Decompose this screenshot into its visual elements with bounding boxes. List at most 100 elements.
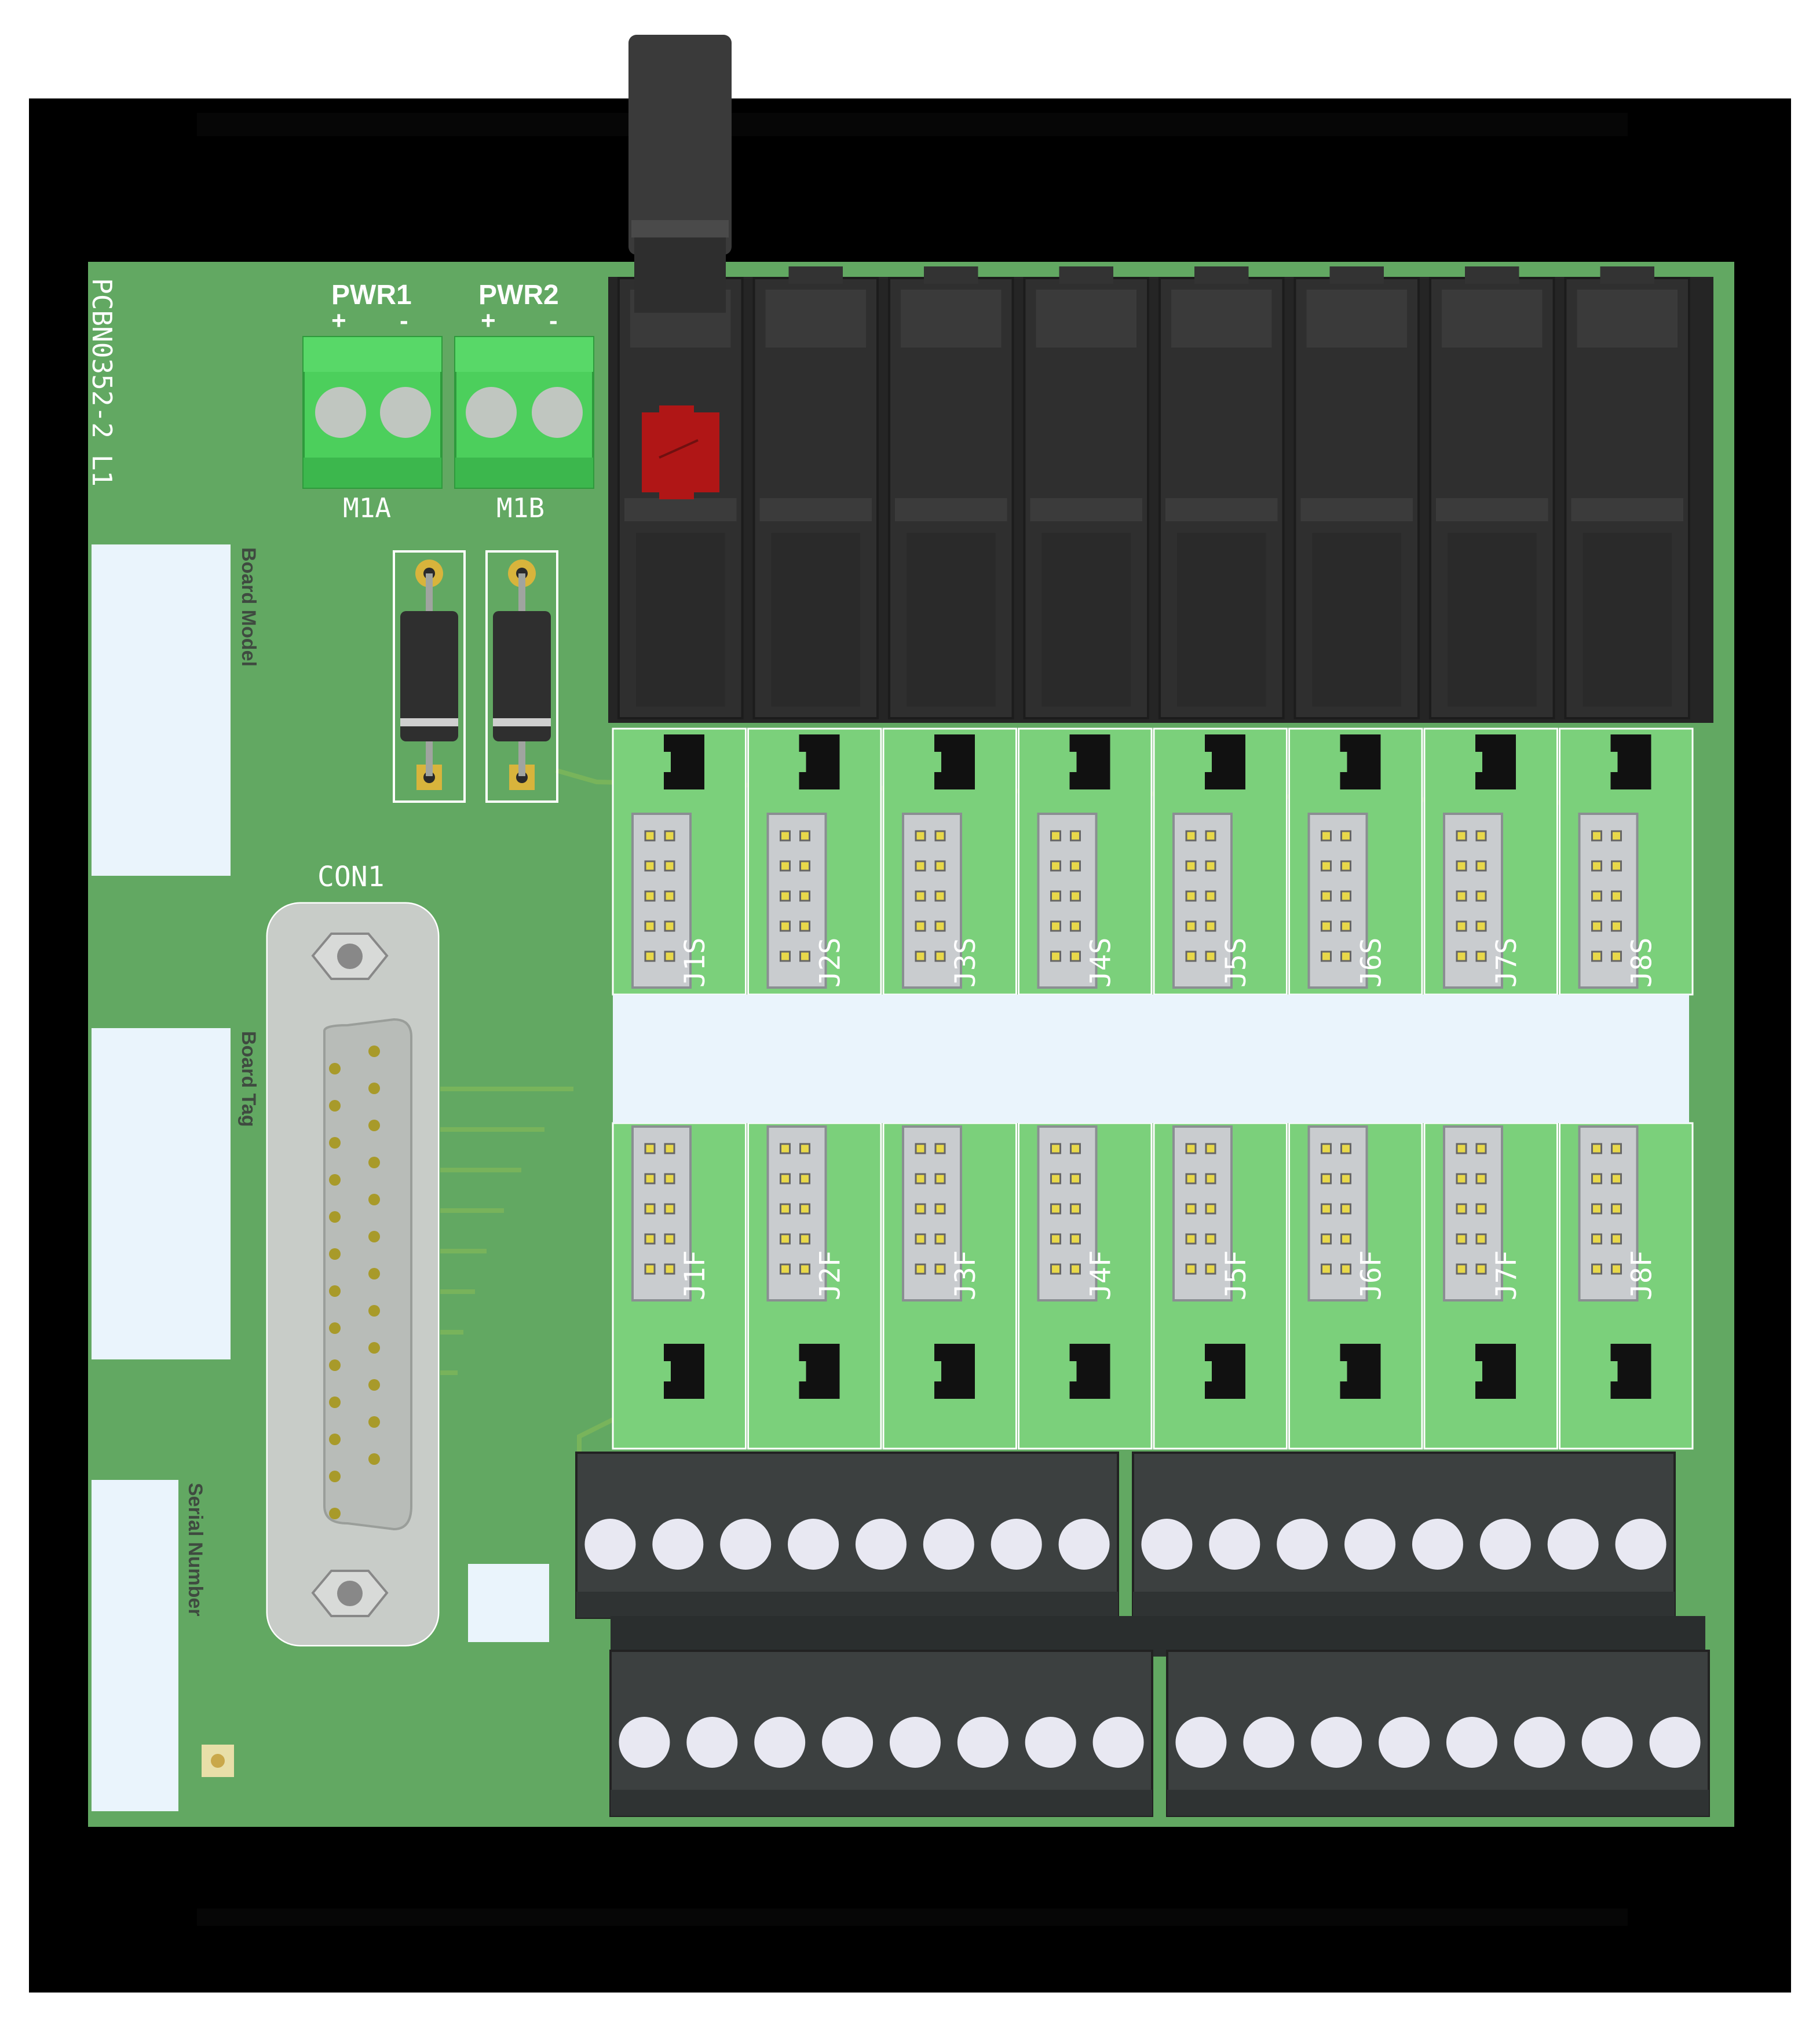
terminal-screw: [1446, 1717, 1497, 1768]
header-top-label: J7S: [1490, 937, 1523, 988]
header-top-label: J1S: [679, 937, 711, 988]
header-top-label: J3S: [949, 937, 982, 988]
header-top: [1443, 813, 1503, 989]
terminal-screw: [1243, 1717, 1295, 1768]
db25-pin: [329, 1285, 341, 1297]
header-bottom-label: J7F: [1490, 1250, 1523, 1300]
screw-terminal-block: [575, 1452, 1119, 1619]
blank-label-patch: [468, 1564, 549, 1642]
terminal-screw: [1141, 1519, 1193, 1570]
header-top: [766, 813, 827, 989]
db25-pin: [329, 1211, 341, 1223]
latch-slot: [1205, 734, 1245, 789]
latch-slot: [799, 1344, 840, 1399]
pwr1-terminal: PWR1 + -: [302, 280, 443, 489]
db25-pin: [329, 1137, 341, 1149]
relay-unit: [1293, 266, 1420, 719]
terminal-screw: [584, 1519, 636, 1570]
latch-slot: [1475, 1344, 1516, 1399]
latch-slot: [1475, 734, 1516, 789]
channel-module: J7S J7F: [1423, 727, 1558, 1450]
db25-pin: [329, 1322, 341, 1334]
db25-pin: [368, 1268, 380, 1279]
header-bottom-label: J5F: [1220, 1250, 1252, 1300]
header-top: [1037, 813, 1098, 989]
db25-pin: [329, 1471, 341, 1482]
latch-slot: [1340, 1344, 1381, 1399]
terminal-screw: [855, 1519, 907, 1570]
terminal-screw: [1277, 1519, 1328, 1570]
header-bottom-label: J2F: [814, 1250, 847, 1300]
header-top-label: J5S: [1220, 937, 1252, 988]
screw-terminal-block: [609, 1650, 1153, 1817]
latch-slot: [934, 734, 975, 789]
channel-label-strip: [613, 995, 1689, 1123]
terminal-screw: [1581, 1717, 1633, 1768]
db25-pin: [368, 1045, 380, 1057]
db25-pin: [368, 1231, 380, 1242]
db25-pins: [329, 1045, 380, 1519]
terminal-screw: [1412, 1519, 1463, 1570]
header-bottom: [902, 1125, 962, 1302]
terminal-screw: [1025, 1717, 1076, 1768]
terminal-screw: [619, 1717, 670, 1768]
header-top: [631, 813, 692, 989]
terminal-screw: [788, 1519, 839, 1570]
relay-unit: [1158, 266, 1285, 719]
pwr1-minus: -: [400, 306, 408, 335]
db25-pin: [368, 1416, 380, 1428]
db25-pin: [368, 1083, 380, 1094]
header-bottom: [1172, 1125, 1233, 1302]
db25-pin: [368, 1305, 380, 1317]
header-bottom-label: J4F: [1085, 1250, 1117, 1300]
terminal-screw: [1344, 1519, 1396, 1570]
terminal-screw: [1175, 1717, 1227, 1768]
serial-number-label: Serial Number: [184, 1483, 206, 1617]
terminal-screw: [1547, 1519, 1599, 1570]
header-bottom: [1307, 1125, 1368, 1302]
board-model-area: Board Model: [92, 544, 260, 876]
relay-unit: [1564, 266, 1690, 719]
terminal-screw: [1649, 1717, 1701, 1768]
serial-number-area: Serial Number: [92, 1480, 206, 1811]
terminal-screw: [686, 1717, 738, 1768]
latch-slot: [664, 1344, 704, 1399]
header-bottom: [766, 1125, 827, 1302]
header-bottom: [1037, 1125, 1098, 1302]
header-top-label: J2S: [814, 937, 847, 988]
con1-db25-connector: [266, 902, 440, 1647]
terminal-screw: [754, 1717, 806, 1768]
pwr2-minus: -: [549, 306, 558, 335]
header-bottom-label: J6F: [1355, 1250, 1388, 1300]
db25-pin: [329, 1359, 341, 1371]
latch-slot: [1069, 734, 1110, 789]
fiducial-pad: [202, 1745, 234, 1777]
terminal-screw: [991, 1519, 1042, 1570]
pwr2-plus: +: [481, 306, 496, 335]
header-bottom-label: J3F: [949, 1250, 982, 1300]
terminal-blocks: [575, 1452, 1710, 1817]
terminal-screw: [923, 1519, 974, 1570]
db25-pin: [368, 1379, 380, 1391]
db25-pin: [368, 1342, 380, 1354]
db25-pin: [329, 1063, 341, 1074]
channel-modules: J1SJ1FJ2SJ2FJ3SJ3FJ4SJ4FJ5SJ5FJ6SJ6FJ7SJ…: [612, 727, 1694, 1450]
terminal-screw: [1092, 1717, 1144, 1768]
latch-slot: [1610, 734, 1651, 789]
diode-m1b: [485, 550, 558, 803]
relay-unit: [888, 266, 1014, 719]
board-part-number: PCBN0352-2 L1: [86, 278, 118, 487]
header-top: [902, 813, 962, 989]
terminal-screw: [957, 1717, 1008, 1768]
pwr1-title: PWR1: [331, 280, 412, 310]
terminal-screw: [1514, 1717, 1565, 1768]
db25-pin: [368, 1453, 380, 1465]
relay-clip: [628, 35, 732, 313]
latch-slot: [1610, 1344, 1651, 1399]
terminal-screw: [1379, 1717, 1430, 1768]
board-tag-area: Board Tag: [92, 1028, 260, 1359]
